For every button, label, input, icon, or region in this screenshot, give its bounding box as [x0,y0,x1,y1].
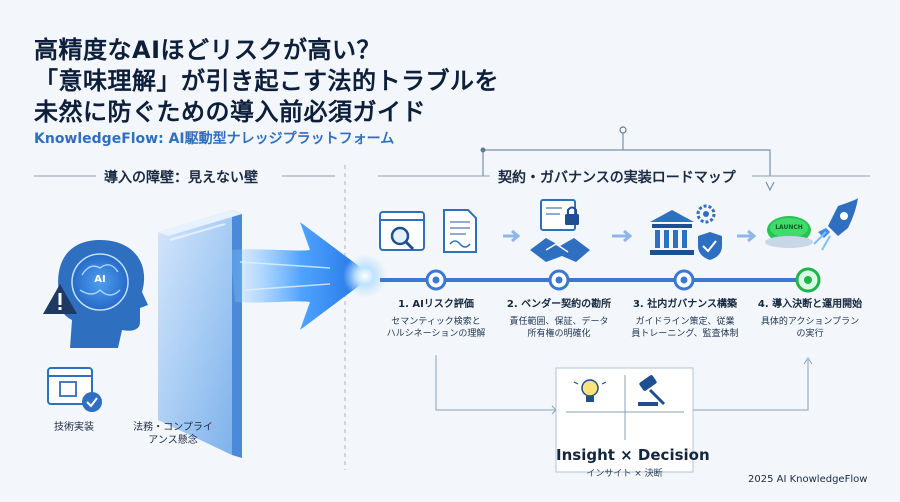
contract-handshake-icon [530,199,590,262]
breakthrough-arrow-icon [230,222,387,330]
step-3-desc-1: ガイドライン策定、従業 [635,317,735,327]
step-2-title: 2. ベンダー契約の勘所 [506,299,612,310]
step-1-desc-2: ハルシネーションの理解 [386,329,486,339]
step-2-desc-1: 責任範囲、保証、データ [509,317,609,327]
brain-head-icon [58,240,148,348]
step-4-desc-1: 具体的アクションプラン [760,317,860,327]
insight-decision-title: Insight × Decision [556,446,710,464]
footer-credit: 2025 AI KnowledgeFlow [748,474,868,485]
tech-implementation-icon [47,367,102,412]
step-1-title: 1. AIリスク評価 [398,299,474,310]
step-3-title: 3. 社内ガバナンス構築 [632,299,738,310]
launch-label: LAUNCH [775,224,803,231]
left-section-heading: 導入の障壁：見えない壁 [104,170,258,186]
label-legal-line-1: 法務・コンプライ [133,422,213,433]
governance-building-icon [650,204,722,260]
roadmap-step-1: 1. AIリスク評価 セマンティック検索と ハルシネーションの理解 [376,298,496,340]
title-line-3: 未然に防ぐための導入前必須ガイド [34,98,426,126]
warning-icon [43,284,77,314]
timeline-node-3 [673,269,695,291]
subtitle: KnowledgeFlow: AI駆動型ナレッジプラットフォーム [34,131,395,147]
timeline-node-1 [425,269,447,291]
document-icon [443,209,477,253]
brain-ai-badge: AI [94,274,106,285]
gavel-icon [638,375,666,406]
rocket-icon [813,198,858,251]
timeline-node-2 [548,269,570,291]
step-2-desc-2: 所有権の明確化 [527,329,591,339]
step-4-title: 4. 導入決断と運用開始 [757,299,863,310]
right-section-heading: 契約・ガバナンスの実装ロードマップ [498,170,736,186]
roadmap-step-4: 4. 導入決断と運用開始 具体的アクションプラン の実行 [750,298,870,340]
step-4-desc-2: の実行 [796,329,824,339]
step-3-desc-2: 員トレーニング、監査体制 [631,329,739,339]
launch-button-icon [765,216,813,248]
lightbulb-icon [573,379,607,402]
title-line-2: 「意味理解」が引き起こす法的トラブルを [34,67,500,95]
glass-wall-icon [158,210,242,458]
timeline-node-4 [795,267,821,293]
title-line-1: 高精度なAIほどリスクが高い？ [34,36,382,64]
roadmap-step-2: 2. ベンダー契約の勘所 責任範囲、保証、データ 所有権の明確化 [499,298,619,340]
label-legal-line-2: アンス懸念 [148,435,198,446]
insight-decision-subtitle: インサイト × 決断 [586,469,663,479]
step-1-desc-1: セマンティック検索と [391,317,481,327]
label-legal-concerns: 法務・コンプライ アンス懸念 [118,421,228,447]
roadmap-step-3: 3. 社内ガバナンス構築 ガイドライン策定、従業 員トレーニング、監査体制 [624,298,746,340]
label-tech-implementation: 技術実装 [54,422,94,433]
risk-assessment-icon [379,211,425,251]
